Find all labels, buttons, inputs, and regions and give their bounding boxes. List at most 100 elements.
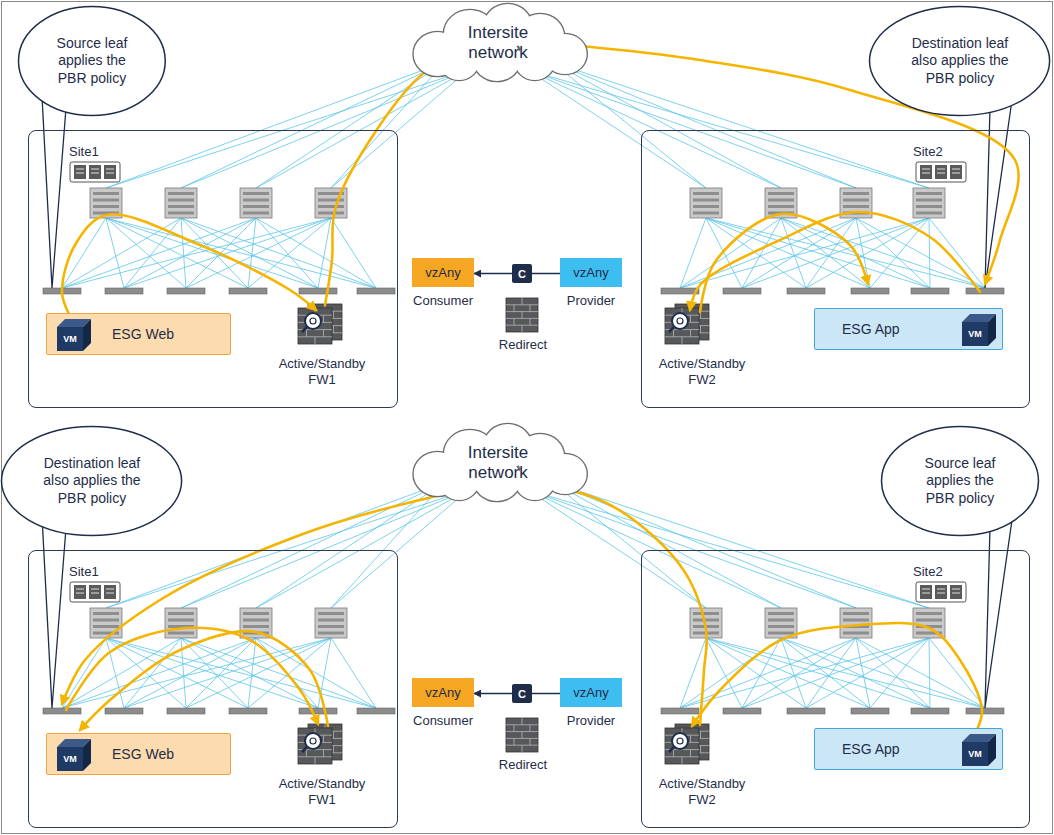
callout-bubble: Destination leaf also applies the PBR po… [0, 425, 183, 537]
leaf-switch [851, 708, 889, 714]
role-label: Consumer [413, 293, 473, 308]
fabric-link [124, 638, 331, 708]
group-name: vzAny [560, 258, 622, 287]
spine-switch [240, 608, 272, 638]
isn-link [181, 482, 445, 608]
endpoint-group-box: ESG Web VM [46, 313, 231, 355]
fabric-link [856, 218, 985, 288]
vm-label: VM [57, 747, 83, 771]
firewall-bricks [665, 308, 699, 344]
vm-icon: VM [55, 737, 91, 773]
isn-link [528, 70, 929, 188]
spine-switch [90, 608, 122, 638]
fabric-link [806, 638, 929, 708]
isn-link [552, 62, 929, 188]
isn-link [181, 62, 445, 188]
fabric-link [331, 218, 376, 288]
role-label: Provider [567, 293, 615, 308]
group-name: vzAny [412, 678, 474, 707]
leaf-switch [43, 708, 81, 714]
fabric-link [181, 638, 376, 708]
fabric-link [706, 218, 930, 288]
traffic-flow [62, 214, 316, 316]
endpoint-group-box: ESG AppVM [814, 728, 1003, 770]
isn-link [552, 62, 706, 188]
leaf-switch [229, 708, 267, 714]
spine-switch [913, 188, 945, 218]
endpoint-group-box: ESG Web VM [46, 733, 231, 775]
firewall-pair-icon [665, 724, 709, 764]
leaf-switch [723, 708, 761, 714]
leaf-switch [105, 288, 143, 294]
group-name: vzAny [560, 678, 622, 707]
fabric-link [331, 638, 376, 708]
inspection-icon [669, 313, 688, 332]
service-label: Redirect [483, 757, 563, 773]
callout-text: Destination leaf also applies the PBR po… [901, 35, 1019, 86]
fabric-link [62, 638, 181, 708]
isn-link [256, 70, 468, 188]
leaf-switch [966, 708, 1004, 714]
spine-switch [840, 608, 872, 638]
isn-link [528, 490, 929, 608]
fabric-link [706, 218, 742, 288]
cloud-label: Intersite network [443, 23, 553, 64]
leaf-switch [851, 288, 889, 294]
vm-icon: VM [55, 317, 91, 353]
inspection-icon [669, 733, 688, 752]
fabric-link [929, 638, 985, 708]
inspection-icon [302, 313, 321, 332]
epg-box: vzAnyProvider [546, 678, 636, 734]
traffic-flow [700, 214, 868, 312]
leaf-switch [966, 288, 1004, 294]
leaf-switch [911, 708, 949, 714]
fabric-link [62, 218, 106, 288]
contract-box: C [512, 264, 532, 283]
fabric-link [318, 638, 331, 708]
device-label: Active/Standby FW1 [272, 776, 372, 807]
isn-link [181, 490, 468, 608]
cloud-label: Intersite network [443, 443, 553, 484]
device-label: Active/Standby FW2 [652, 776, 752, 807]
group-name: ESG Web [112, 326, 174, 342]
fabric-link [248, 638, 256, 708]
fabric-link [781, 638, 870, 708]
group-name: ESG Web [112, 746, 174, 762]
isn-link [552, 62, 856, 188]
isn-link [528, 70, 781, 188]
fabric-link [256, 638, 376, 708]
fabric-link [181, 218, 376, 288]
contract-link [474, 693, 512, 695]
traffic-flow [690, 212, 980, 310]
fabric-link [742, 218, 856, 288]
isn-link [256, 490, 468, 608]
callout-bubble: Source leaf applies the PBR policy [17, 5, 167, 117]
vm-label: VM [962, 742, 988, 766]
epg-box: vzAnyConsumer [400, 678, 486, 734]
controller-cluster-icon [70, 162, 120, 182]
role-label: Provider [567, 713, 615, 728]
controller-cluster-icon [70, 582, 120, 602]
isn-link [528, 70, 856, 188]
fabric-link [706, 638, 985, 708]
spine-switch [690, 188, 722, 218]
leaf-switch [661, 288, 699, 294]
firewall-pair-icon [665, 304, 709, 344]
fabric-links [62, 482, 985, 708]
leaf-switch [787, 288, 825, 294]
isn-link [552, 482, 929, 608]
callout-bubble: Destination leaf also applies the PBR po… [868, 5, 1051, 117]
fabric-link [181, 638, 318, 708]
vm-label: VM [962, 322, 988, 346]
firewall-icon [506, 298, 538, 332]
fabric-link [181, 218, 248, 288]
fabric-link [186, 218, 331, 288]
contract-name: C [518, 688, 526, 700]
isn-link [528, 490, 856, 608]
traffic-flow [80, 631, 328, 730]
isn-link [528, 70, 706, 188]
traffic-flow [62, 485, 707, 725]
isn-link [106, 70, 468, 188]
